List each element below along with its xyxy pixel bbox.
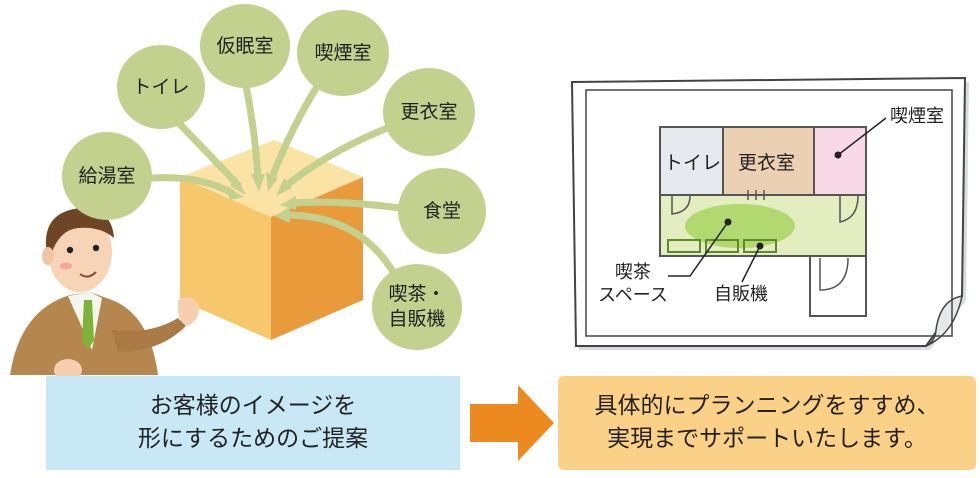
bubble-toilet-label: トイレ: [132, 75, 190, 98]
plan-label-cafe-line1: 喫茶: [614, 262, 651, 283]
arrow-locker: [279, 121, 399, 192]
plan-label-smoking: 喫煙室: [890, 106, 944, 127]
leader-lines: [668, 117, 887, 283]
leader-vending: [741, 245, 761, 283]
bubble-tea-room-label: 給湯室: [78, 164, 136, 187]
left-eye: [66, 246, 74, 254]
room-toilet: [659, 126, 724, 196]
fist: [54, 359, 82, 381]
arrowhead: [274, 207, 290, 223]
arrow-cafe: [282, 211, 399, 279]
plan-label-toilet: トイレ: [664, 152, 722, 174]
businessman-illustration: [10, 208, 199, 381]
door-swings: [671, 190, 859, 291]
bubble-nap-room-label: 仮眠室: [216, 34, 274, 57]
door-marks: [747, 190, 765, 200]
plan-label-locker: 更衣室: [738, 152, 796, 174]
caption-planning-line1: 具体的にプランニングをすすめ、: [594, 392, 940, 419]
room-locker: [722, 126, 815, 196]
bubble-cafe-line2: 自販機: [388, 308, 446, 330]
bubble-smoking-room-label: 喫煙室: [314, 41, 372, 64]
raised-hand: [177, 296, 199, 326]
bubble-tea-room: 給湯室: [62, 132, 152, 220]
arrowhead: [276, 178, 292, 196]
door-swing: [839, 195, 859, 223]
arrowhead: [266, 172, 278, 192]
leader-cafe: [668, 221, 729, 277]
bubble-dining-label: 食堂: [422, 199, 461, 222]
bubble-cafe-vending: 喫茶・ 自販機: [372, 264, 462, 350]
arrow-tea: [148, 174, 236, 197]
plan-frame: [585, 89, 953, 337]
arrowhead: [251, 174, 265, 192]
caption-proposal: お客様のイメージを 形にするためのご提案: [46, 376, 460, 470]
vending-unit: [705, 239, 739, 253]
bubble-cafe-line1: 喫茶・: [388, 283, 446, 306]
arrowhead: [224, 186, 244, 200]
right-eye: [92, 244, 100, 252]
cafe-space-highlight: [685, 204, 795, 248]
plan-label-cafe-line2: スペース: [598, 284, 668, 306]
arrow-smoking: [268, 81, 322, 182]
caption-planning: 具体的にプランニングをすすめ、 実現までサポートいたします。: [558, 376, 976, 470]
ear: [42, 247, 54, 265]
plan-label-cafe: 喫茶 スペース: [598, 262, 668, 307]
vending-unit: [743, 239, 777, 253]
arrowhead: [280, 196, 296, 210]
bubble-locker-room-label: 更衣室: [400, 100, 458, 123]
box-left-face: [180, 177, 271, 340]
room-lower: [809, 255, 867, 317]
bubble-smoking-room: 喫煙室: [297, 10, 389, 96]
caption-proposal-line2: 形にするためのご提案: [137, 426, 369, 452]
process-arrow: [470, 385, 554, 461]
room-smoking: [813, 126, 867, 196]
smile: [79, 271, 97, 278]
caption-planning-line2: 実現までサポートいたします。: [607, 426, 927, 452]
paper-curl: [925, 295, 963, 347]
vending-machines: [667, 239, 777, 253]
caption-proposal-line1: お客様のイメージを: [149, 392, 357, 419]
door-swing: [671, 195, 691, 215]
arrow-dining: [288, 198, 404, 212]
cheek: [60, 262, 72, 270]
bubble-toilet: トイレ: [117, 45, 205, 129]
bubble-locker-room: 更衣室: [383, 68, 475, 156]
necktie: [82, 300, 94, 350]
arrow-nap: [241, 76, 262, 182]
door-swing: [819, 257, 849, 291]
hair: [45, 208, 114, 258]
arrow-heads: [224, 172, 296, 223]
bubble-nap-room: 仮眠室: [200, 4, 290, 88]
bubble-dining: 食堂: [398, 168, 486, 254]
plan-label-vending: 自販機: [714, 284, 768, 305]
vending-unit: [667, 239, 701, 253]
arrowhead: [230, 176, 246, 195]
arm: [112, 318, 186, 352]
leader-smoking: [837, 117, 887, 156]
